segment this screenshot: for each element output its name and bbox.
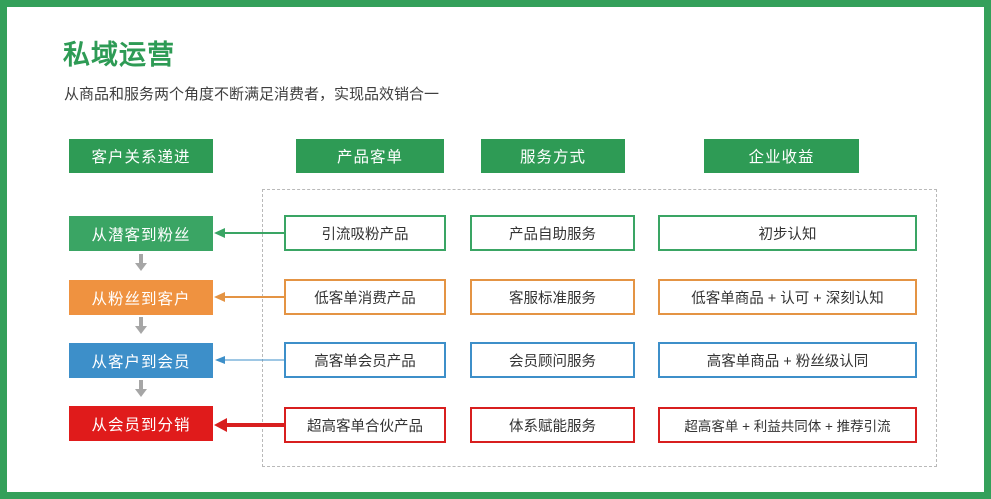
stage-label-member-to-distributor: 从会员到分销 [69,406,213,441]
down-arrow-icon [134,317,148,335]
cell-benefit-row3: 高客单商品 + 粉丝级认同 [658,342,917,378]
cell-service-row1: 产品自助服务 [470,215,635,251]
cell-product-row4: 超高客单合伙产品 [284,407,446,443]
cell-product-row1: 引流吸粉产品 [284,215,446,251]
page-subtitle: 从商品和服务两个角度不断满足消费者，实现品效销合一 [64,86,440,103]
cell-benefit-row4: 超高客单 + 利益共同体 + 推荐引流 [658,407,917,443]
cell-service-row3: 会员顾问服务 [470,342,635,378]
column-header-relationship: 客户关系递进 [69,139,213,173]
column-header-service: 服务方式 [481,139,625,173]
stage-label-customer-to-member: 从客户到会员 [69,343,213,378]
cell-benefit-row2: 低客单商品 + 认可 + 深刻认知 [658,279,917,315]
cell-benefit-row1: 初步认知 [658,215,917,251]
column-header-product: 产品客单 [296,139,444,173]
column-header-benefit: 企业收益 [704,139,859,173]
cell-product-row2: 低客单消费产品 [284,279,446,315]
stage-label-fan-to-customer: 从粉丝到客户 [69,280,213,315]
left-arrow-icon [213,418,285,432]
stage-label-prospect-to-fan: 从潜客到粉丝 [69,216,213,251]
page-title: 私域运营 [63,40,175,70]
left-arrow-icon [213,290,285,304]
cell-service-row2: 客服标准服务 [470,279,635,315]
slide-canvas: 私域运营 从商品和服务两个角度不断满足消费者，实现品效销合一 客户关系递进 产品… [7,7,984,492]
down-arrow-icon [134,254,148,272]
dashed-group-container [262,189,937,467]
left-arrow-icon [213,226,285,240]
cell-product-row3: 高客单会员产品 [284,342,446,378]
left-arrow-icon [213,353,285,367]
cell-service-row4: 体系赋能服务 [470,407,635,443]
down-arrow-icon [134,380,148,398]
